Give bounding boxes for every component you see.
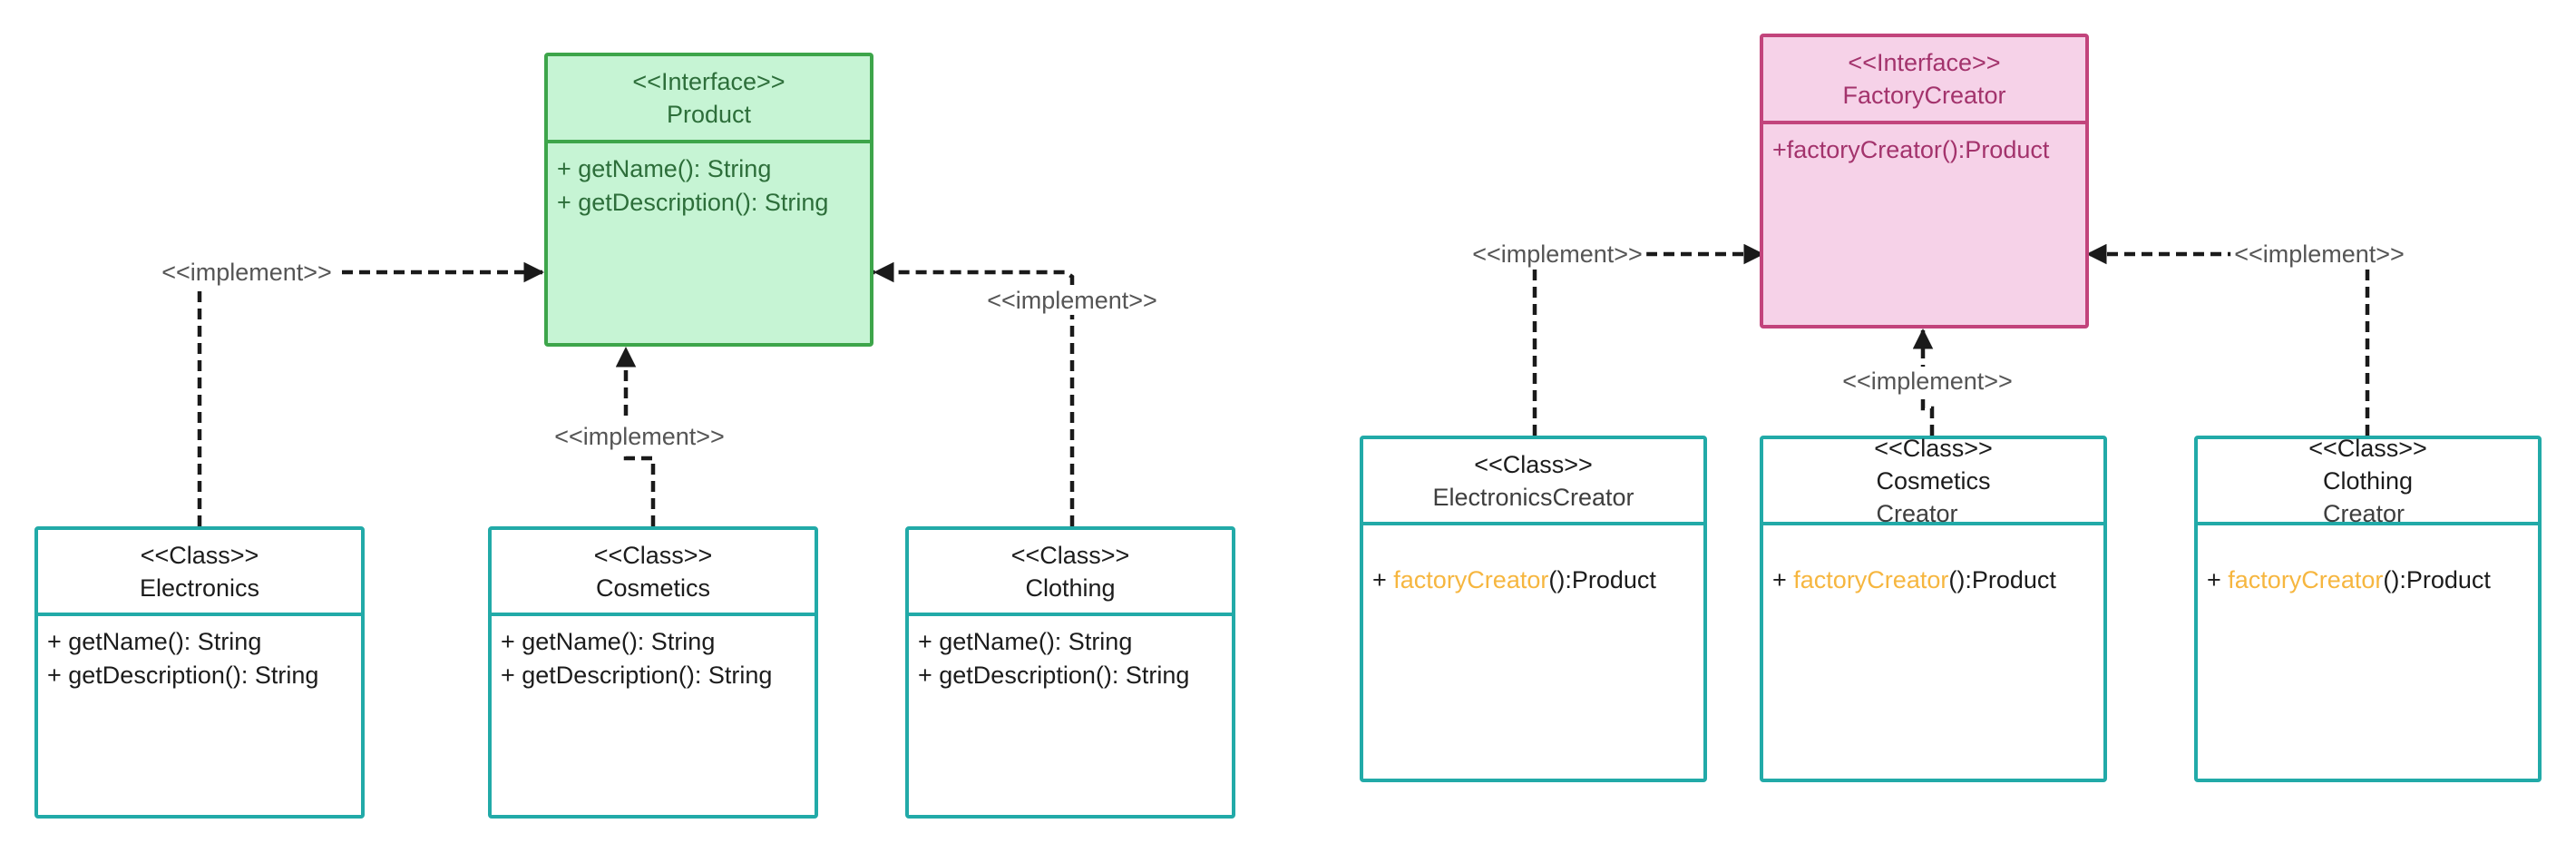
methods-compartment: + getName(): String + getDescription(): … xyxy=(38,616,361,815)
stereotype-label: <<Interface>> xyxy=(1848,49,2001,76)
method-suffix: ():Product xyxy=(1948,566,2056,593)
methods-compartment: + factoryCreator():Product xyxy=(2198,525,2538,779)
method-prefix: + xyxy=(1372,566,1394,593)
class-name-suffix: Creator xyxy=(2322,499,2405,527)
method-item: + getName(): String xyxy=(918,628,1133,655)
class-header: <<Class>> ElectronicsCreator xyxy=(1363,439,1703,525)
relation-label-clothing-creator: <<implement>> xyxy=(2230,240,2408,269)
stereotype-label: <<Class>> xyxy=(593,541,713,569)
interface-product[interactable]: <<Interface>> Product + getName(): Strin… xyxy=(544,53,873,347)
method-suffix: ():Product xyxy=(2383,566,2491,593)
class-name: Electronics xyxy=(139,574,260,602)
class-name: Clothing xyxy=(1025,574,1116,602)
method-name-highlight: factoryCreator xyxy=(1793,566,1949,593)
method-item: + getName(): String xyxy=(501,628,716,655)
class-electronics-creator[interactable]: <<Class>> ElectronicsCreator + factoryCr… xyxy=(1360,436,1707,782)
method-item: + getDescription(): String xyxy=(501,662,773,689)
class-name-main: Clothing xyxy=(2322,466,2414,495)
relation-label-cosmetics: <<implement>> xyxy=(551,422,728,451)
methods-compartment: + factoryCreator():Product xyxy=(1763,525,2103,779)
implement-connector-electronics xyxy=(197,261,544,526)
method-item: + getName(): String xyxy=(47,628,262,655)
methods-compartment: + getName(): String + getDescription(): … xyxy=(492,616,815,815)
implement-connector-clothing xyxy=(873,261,1075,526)
methods-compartment: + factoryCreator():Product xyxy=(1363,525,1703,779)
method-item: + getDescription(): String xyxy=(557,189,829,216)
stereotype-label: <<Class>> xyxy=(2308,434,2427,462)
implement-connector-clothing-creator xyxy=(2086,243,2370,436)
stereotype-label: <<Interface>> xyxy=(632,68,785,95)
method-name-highlight: factoryCreator xyxy=(1393,566,1549,593)
method-item: +factoryCreator():Product xyxy=(1772,136,2050,163)
class-header: <<Class>> Cosmetics xyxy=(492,530,815,616)
methods-compartment: + getName(): String + getDescription(): … xyxy=(909,616,1232,815)
method-item: + factoryCreator():Product xyxy=(1772,564,2103,597)
interface-name: Product xyxy=(666,101,752,128)
stereotype-label: <<Class>> xyxy=(1010,541,1130,569)
relation-label-electronics: <<implement>> xyxy=(158,258,336,287)
method-prefix: + xyxy=(2207,566,2229,593)
method-item: + factoryCreator():Product xyxy=(2207,564,2538,597)
methods-compartment: + getName(): String + getDescription(): … xyxy=(548,143,870,343)
interface-header: <<Interface>> FactoryCreator xyxy=(1763,37,2085,124)
class-name-main: Cosmetics xyxy=(1876,466,1991,495)
interface-factory-creator[interactable]: <<Interface>> FactoryCreator +factoryCre… xyxy=(1760,34,2089,328)
method-item: + factoryCreator():Product xyxy=(1372,564,1703,597)
stereotype-label: <<Class>> xyxy=(1474,450,1593,478)
class-header: <<Class>> Clothing xyxy=(909,530,1232,616)
method-item: + getDescription(): String xyxy=(47,662,319,689)
class-electronics[interactable]: <<Class>> Electronics + getName(): Strin… xyxy=(34,526,365,819)
stereotype-label: <<Class>> xyxy=(1874,434,1993,462)
class-name: ElectronicsCreator xyxy=(1432,483,1634,511)
methods-compartment: +factoryCreator():Product xyxy=(1763,124,2085,325)
method-suffix: ():Product xyxy=(1548,566,1656,593)
interface-header: <<Interface>> Product xyxy=(548,56,870,143)
class-cosmetics[interactable]: <<Class>> Cosmetics + getName(): String … xyxy=(488,526,818,819)
relation-label-electronics-creator: <<implement>> xyxy=(1469,240,1646,269)
method-name-highlight: factoryCreator xyxy=(2228,566,2384,593)
class-header: <<Class>> Electronics xyxy=(38,530,361,616)
class-clothing[interactable]: <<Class>> Clothing + getName(): String +… xyxy=(905,526,1235,819)
class-name-suffix: Creator xyxy=(1876,499,1958,527)
interface-name: FactoryCreator xyxy=(1842,82,2006,109)
method-item: + getName(): String xyxy=(557,155,772,182)
method-item: + getDescription(): String xyxy=(918,662,1190,689)
stereotype-label: <<Class>> xyxy=(140,541,259,569)
implement-connector-electronics-creator xyxy=(1532,243,1764,436)
class-name: Cosmetics xyxy=(595,574,711,602)
method-prefix: + xyxy=(1772,566,1794,593)
relation-label-cosmetics-creator: <<implement>> xyxy=(1839,367,2016,396)
relation-label-clothing: <<implement>> xyxy=(983,286,1161,315)
